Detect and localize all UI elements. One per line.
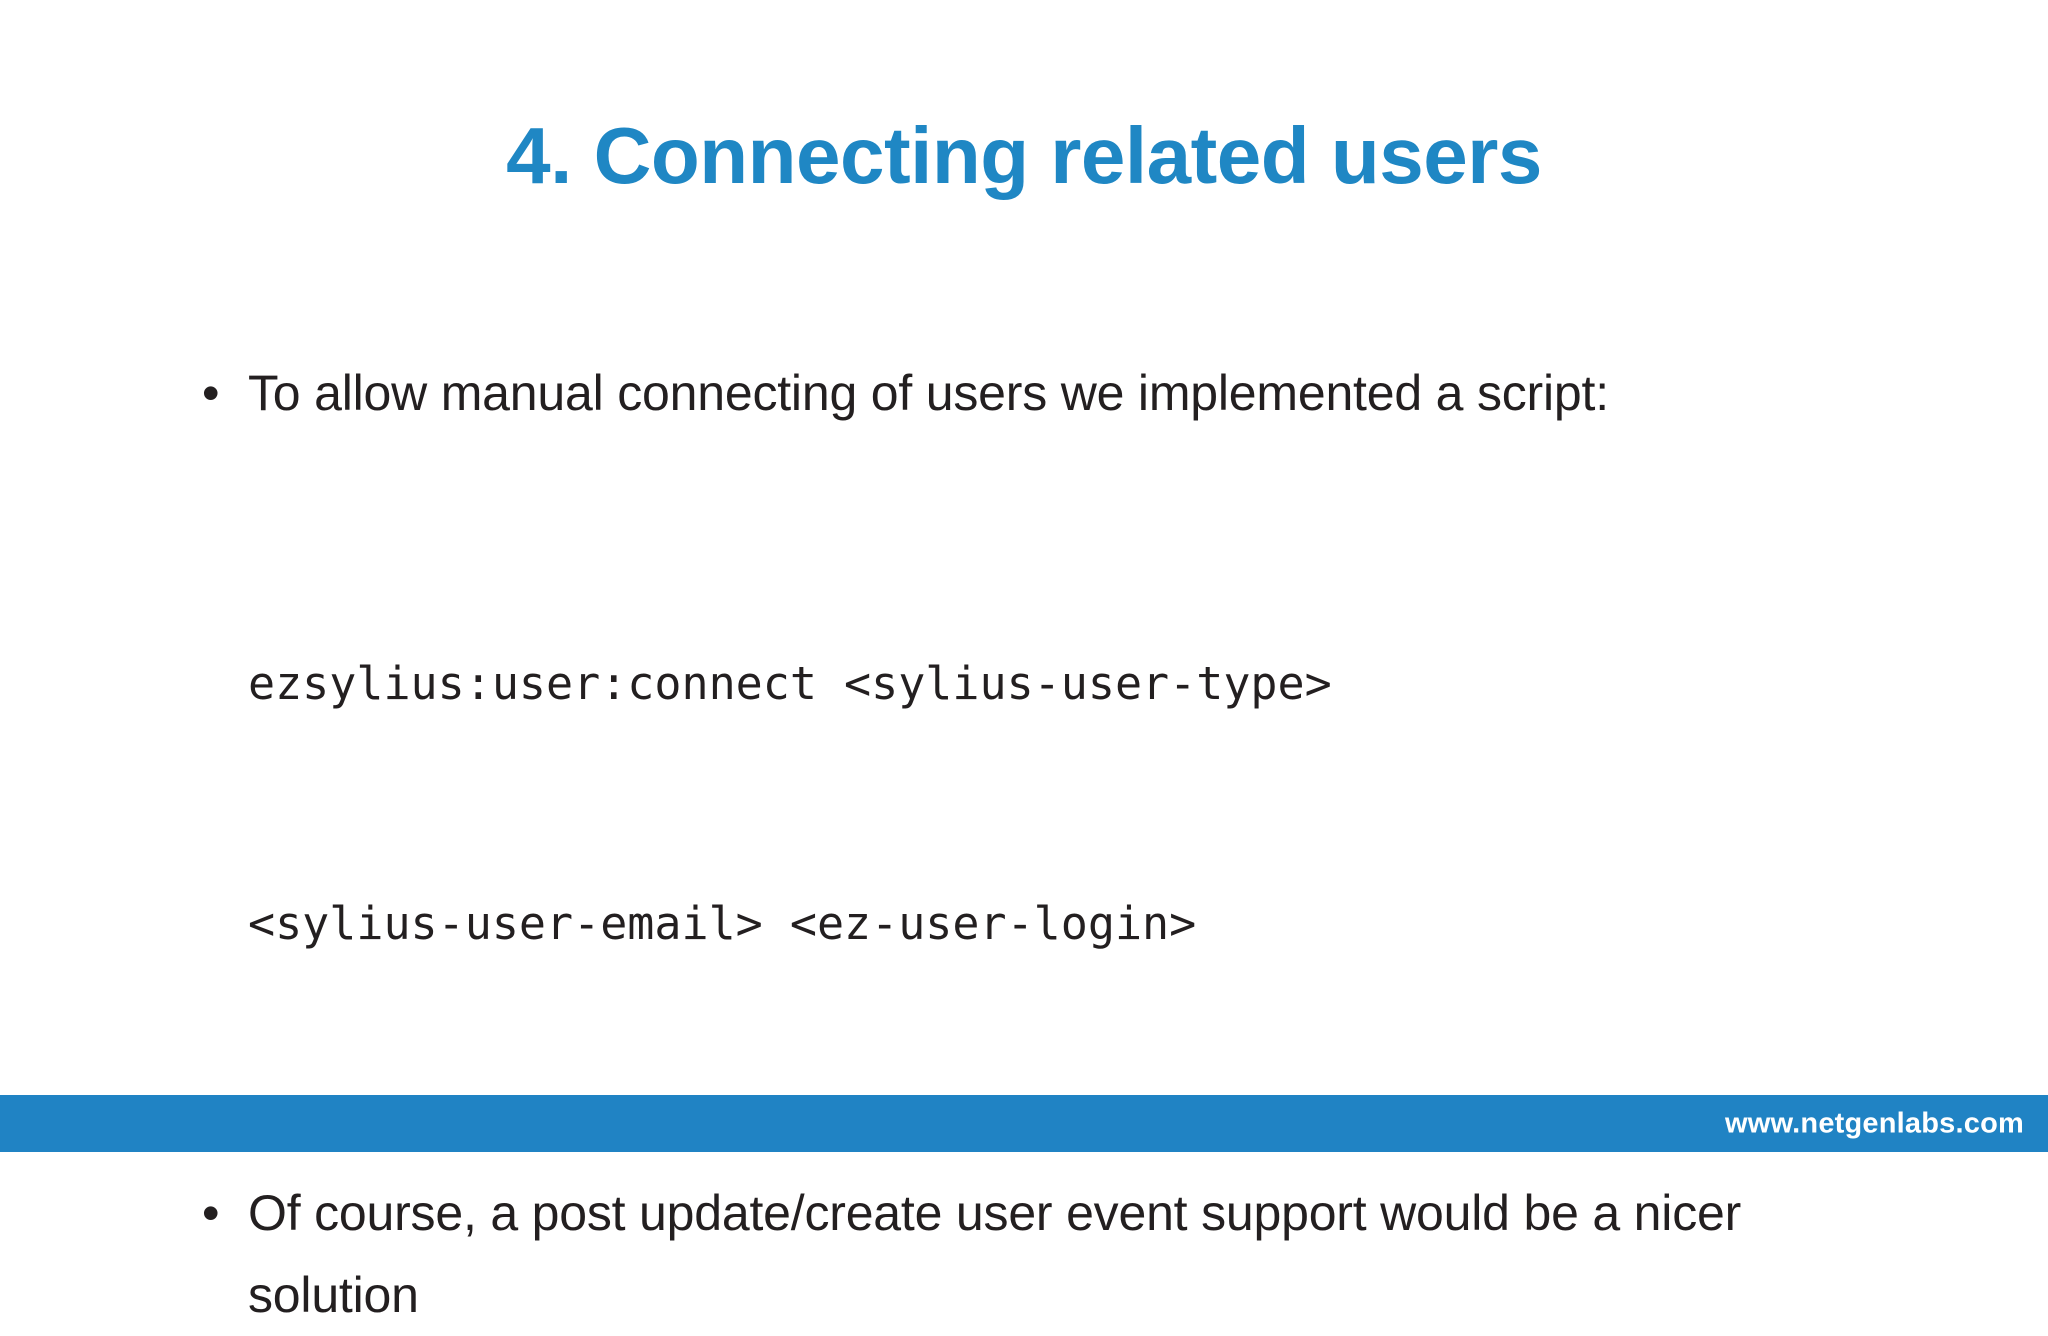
footer-bar: www.netgenlabs.com [0,1095,2048,1152]
bullet-icon: • [202,365,220,421]
slide: 4. Connecting related users • To allow m… [0,111,2048,1323]
list-item: • To allow manual connecting of users we… [186,352,1886,434]
slide-body: • To allow manual connecting of users we… [186,352,1886,1336]
code-line-1: ezsylius:user:connect <sylius-user-type> [248,657,1332,710]
page-title: 4. Connecting related users [506,111,1542,200]
bullet-text-first: To allow manual connecting of users we i… [248,365,1609,421]
list-item: • Of course, a post update/create user e… [186,1172,1886,1336]
footer-website-url: www.netgenlabs.com [1724,1107,2024,1139]
bullet-icon: • [202,1185,220,1241]
bullet-text-second: Of course, a post update/create user eve… [248,1185,1742,1323]
spacer [186,434,1886,440]
code-line-2: <sylius-user-email> <ez-user-login> [248,897,1197,950]
code-block: ezsylius:user:connect <sylius-user-type>… [248,484,1886,1124]
